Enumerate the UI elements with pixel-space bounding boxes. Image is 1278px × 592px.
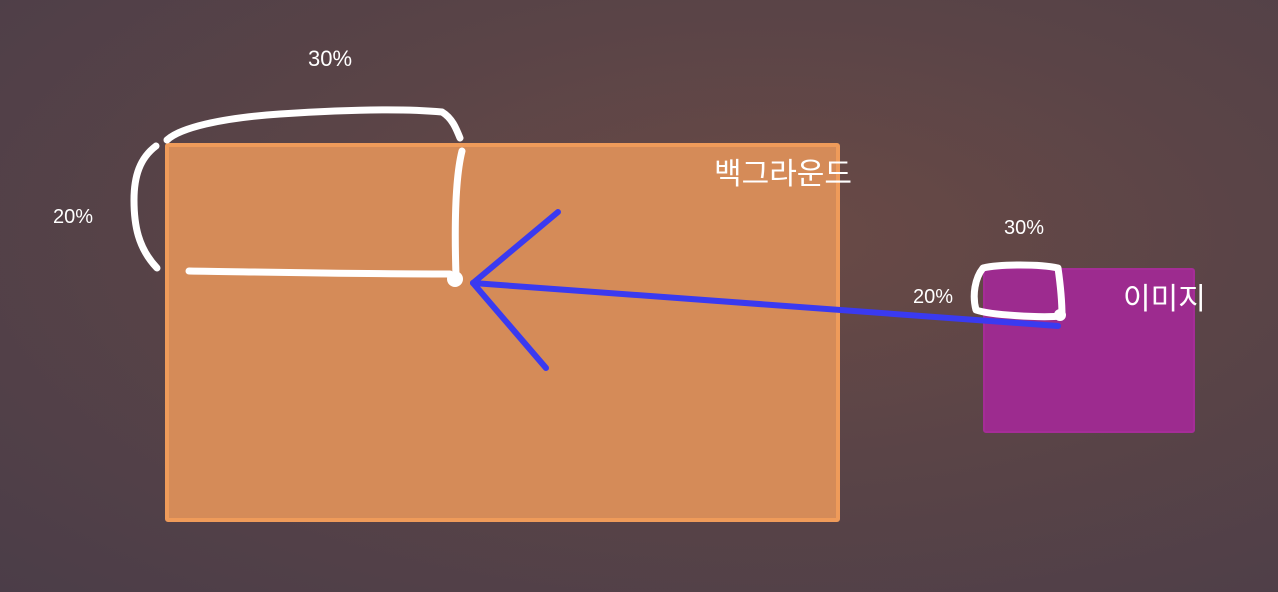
background-height-percent: 20% — [53, 206, 94, 228]
bg-height-brace — [130, 142, 161, 272]
bg-width-brace — [163, 106, 464, 144]
background-width-percent: 30% — [308, 46, 353, 71]
background-rectangle — [165, 143, 840, 522]
background-label: 백그라운드 — [714, 157, 852, 192]
image-label: 이미지 — [1123, 282, 1206, 317]
image-width-percent: 30% — [1004, 217, 1045, 239]
image-height-percent: 20% — [913, 286, 954, 308]
